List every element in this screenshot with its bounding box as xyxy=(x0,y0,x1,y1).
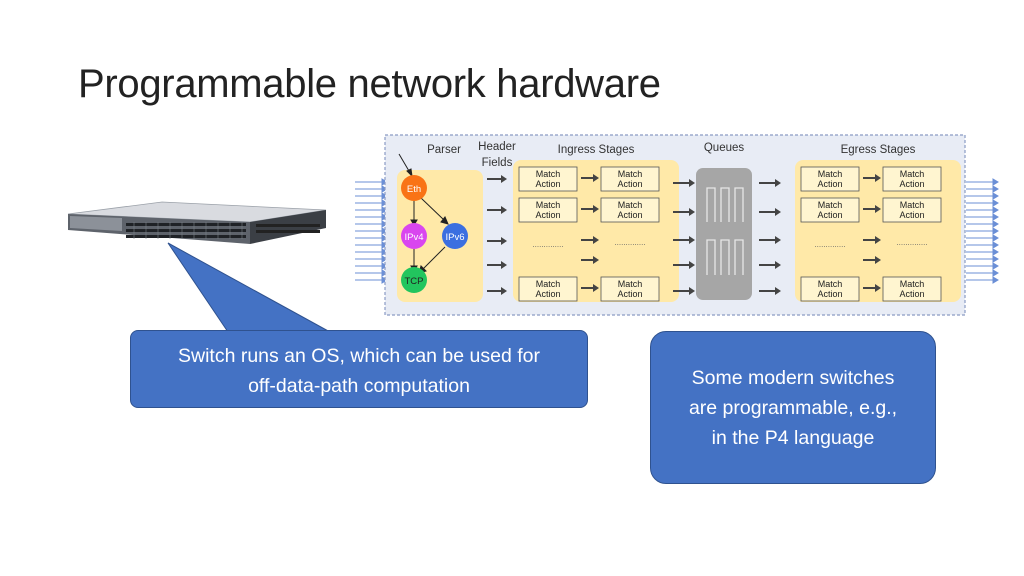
ingress-stage-box xyxy=(513,160,679,302)
header-field-arrows xyxy=(487,175,507,295)
slide-title: Programmable network hardware xyxy=(78,62,661,106)
callout-text-line: off-data-path computation xyxy=(248,375,470,397)
eth-node-label: Eth xyxy=(407,184,421,195)
match-action-label: Match xyxy=(618,279,643,289)
output-arrows xyxy=(966,178,999,284)
from-queue-arrows xyxy=(759,179,781,295)
queues-label: Queues xyxy=(704,142,745,154)
match-action-label: Action xyxy=(817,289,842,299)
ellipsis-dots: .............. xyxy=(614,238,645,247)
ellipsis-dots: .............. xyxy=(896,238,927,247)
header-fields-label-1: Header xyxy=(478,141,516,153)
ellipsis-dots: .............. xyxy=(532,240,563,249)
callout-text-line: Switch runs an OS, which can be used for xyxy=(177,345,541,367)
match-action-label: Action xyxy=(535,289,560,299)
match-action-label: Action xyxy=(899,179,924,189)
match-action-label: Action xyxy=(899,210,924,220)
callout-text-line: are programmable, e.g., xyxy=(688,397,898,419)
callout-text-line: in the P4 language xyxy=(711,427,875,449)
tcp-node-label: TCP xyxy=(405,276,424,287)
match-action-label: Match xyxy=(818,200,843,210)
ellipsis-dots: .............. xyxy=(814,240,845,249)
egress-match-action-tables xyxy=(800,166,942,302)
match-action-label: Match xyxy=(618,169,643,179)
p4-programmable-callout: Some modern switches are programmable, e… xyxy=(650,331,936,484)
p4-pipeline-diagram: Parser Header Fields Ingress Stages Queu… xyxy=(355,134,999,316)
match-action-label: Action xyxy=(535,179,560,189)
match-action-label: Match xyxy=(536,200,561,210)
network-switch-image xyxy=(67,201,327,244)
egress-stages-label: Egress Stages xyxy=(841,144,916,156)
match-action-label: Match xyxy=(818,169,843,179)
ipv4-node xyxy=(401,223,427,249)
match-action-label: Match xyxy=(818,279,843,289)
egress-inner-arrows xyxy=(863,174,881,292)
eth-node xyxy=(401,175,427,201)
ipv6-node xyxy=(442,223,468,249)
match-action-label: Match xyxy=(900,279,925,289)
input-arrows xyxy=(355,178,388,284)
match-action-label: Action xyxy=(617,210,642,220)
to-queue-arrows xyxy=(673,179,695,295)
match-action-label: Action xyxy=(817,179,842,189)
callout-text-line: Some modern switches xyxy=(691,367,895,389)
header-fields-label-2: Fields xyxy=(482,157,513,169)
match-action-label: Action xyxy=(617,289,642,299)
queue-buffers xyxy=(706,187,744,275)
ingress-inner-arrows xyxy=(581,174,599,292)
match-action-label: Action xyxy=(535,210,560,220)
match-action-label: Action xyxy=(899,289,924,299)
match-action-label: Action xyxy=(617,179,642,189)
match-action-label: Match xyxy=(900,200,925,210)
match-action-label: Match xyxy=(536,169,561,179)
queues-box xyxy=(696,168,752,300)
ingress-match-action-tables xyxy=(518,166,660,302)
match-action-label: Match xyxy=(618,200,643,210)
match-action-label: Match xyxy=(536,279,561,289)
ipv6-node-label: IPv6 xyxy=(445,232,464,243)
match-action-label: Match xyxy=(900,169,925,179)
parser-label: Parser xyxy=(427,144,461,156)
tcp-node xyxy=(401,267,427,293)
switch-os-callout: Switch runs an OS, which can be used for… xyxy=(130,330,588,408)
ipv4-node-label: IPv4 xyxy=(404,232,423,243)
match-action-label: Action xyxy=(817,210,842,220)
egress-stage-box xyxy=(795,160,961,302)
ingress-stages-label: Ingress Stages xyxy=(558,144,635,156)
